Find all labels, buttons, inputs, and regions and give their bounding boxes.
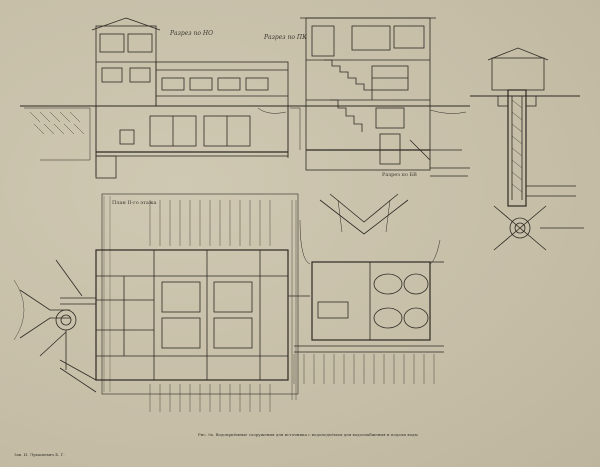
section-3-label: Разрез по БВ	[382, 172, 417, 178]
well-section	[470, 47, 584, 251]
plan-caption-label: План II-го этажа	[112, 200, 157, 206]
figure-caption: Рис. 9а. Водоприёмные сооружения для ист…	[198, 432, 418, 437]
signature-text: Зав. И. Лукашевич Б. Г.	[14, 452, 65, 457]
section-elevation-left	[20, 17, 301, 179]
section-elevation-right	[300, 17, 470, 177]
floor-plan-left	[13, 193, 310, 412]
section-2-label: Разрез по ПК	[264, 34, 307, 41]
floor-plan-right	[293, 193, 444, 384]
section-1-label: Разрез по НО	[170, 30, 213, 37]
